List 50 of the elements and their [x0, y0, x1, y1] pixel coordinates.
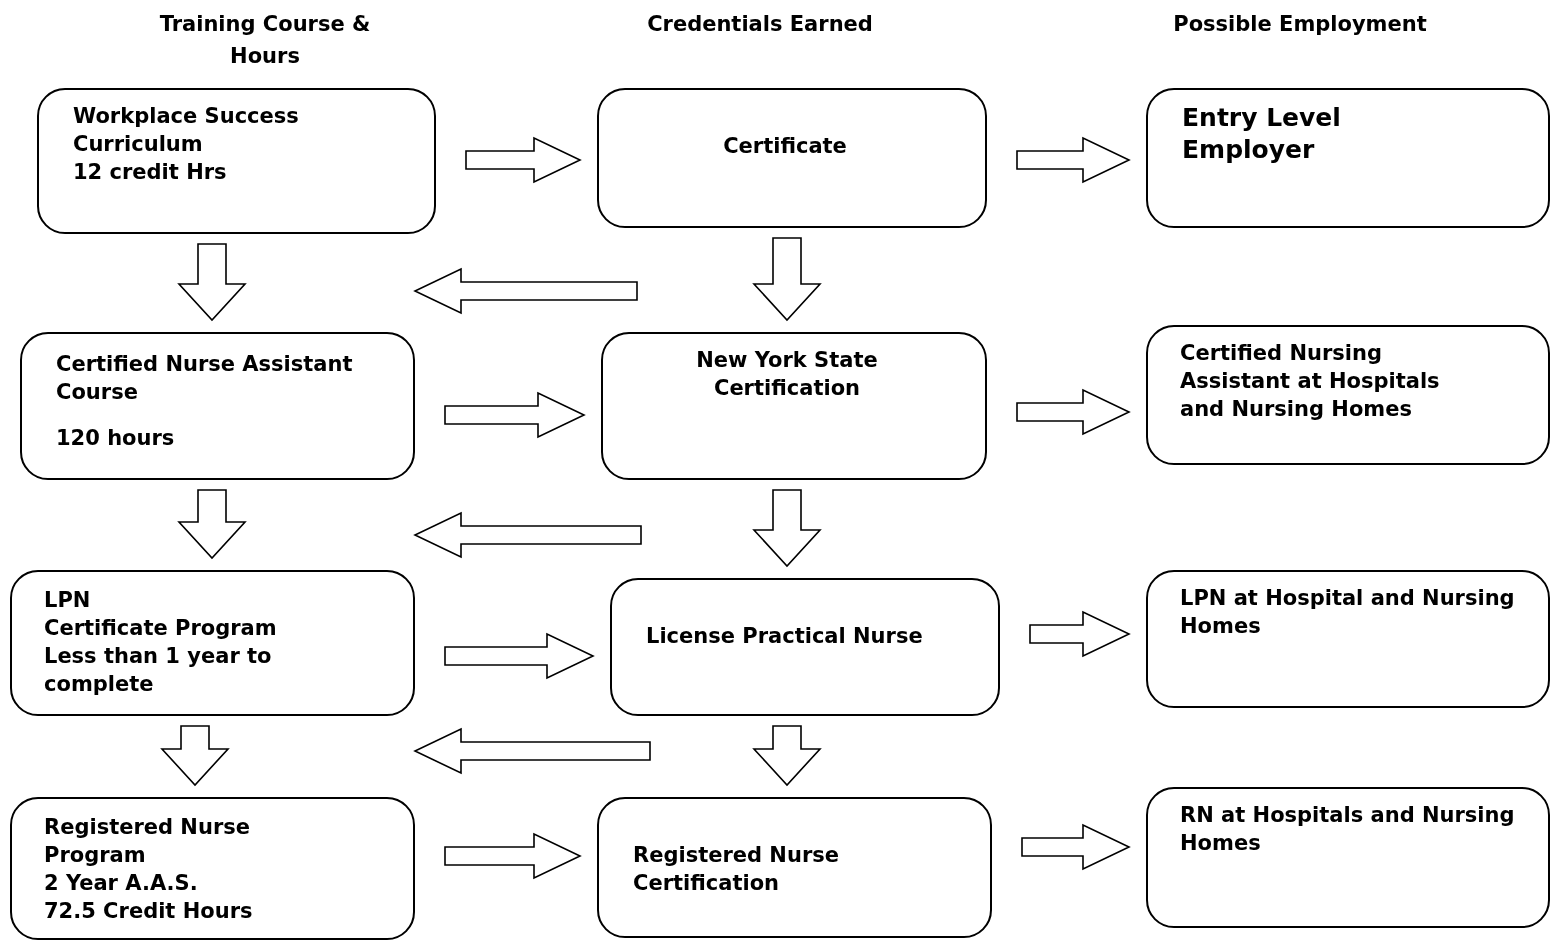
- box-text: Certificate: [722, 133, 848, 160]
- box-text: Registered Nurse Certification: [633, 842, 840, 897]
- box-text: Registered Nurse Program: [44, 814, 251, 869]
- box-text: LPN at Hospital and Nursing Homes: [1180, 585, 1516, 640]
- box-text: Certified Nursing Assistant at Hospitals and Nursing Homes: [1180, 340, 1441, 423]
- rounded-box: [1146, 88, 1550, 228]
- box-text: 72.5 Credit Hours: [44, 898, 254, 925]
- column-header: Possible Employment: [1172, 11, 1428, 38]
- rounded-box: [37, 88, 436, 234]
- rounded-box: [10, 797, 415, 940]
- rounded-box: [597, 797, 992, 938]
- box-text: LPN: [44, 587, 92, 614]
- box-text: 120 hours: [56, 425, 176, 452]
- rounded-box: [601, 332, 987, 480]
- box-text: RN at Hospitals and Nursing Homes: [1180, 802, 1516, 857]
- block-arrow: [177, 489, 247, 560]
- rounded-box: [610, 578, 1000, 716]
- rounded-box: [1146, 570, 1550, 708]
- block-arrow: [413, 511, 642, 559]
- box-text: Less than 1 year to complete: [44, 643, 273, 698]
- rounded-box: [1146, 787, 1550, 928]
- box-text: Certificate Program: [44, 615, 278, 642]
- box-text: 2 Year A.A.S.: [44, 870, 199, 897]
- block-arrow: [177, 243, 247, 322]
- box-text: Entry Level Employer: [1182, 102, 1342, 166]
- block-arrow: [444, 632, 595, 680]
- rounded-box: [10, 570, 415, 716]
- block-arrow: [752, 489, 822, 568]
- box-text: Certified Nurse Assistant Course: [56, 351, 354, 406]
- rounded-box: [597, 88, 987, 228]
- column-header: Training Course & Hours: [158, 11, 372, 70]
- column-header: Credentials Earned: [646, 11, 874, 38]
- rounded-box: [1146, 325, 1550, 465]
- box-text: License Practical Nurse: [646, 623, 924, 650]
- block-arrow: [160, 725, 230, 787]
- block-arrow: [1029, 610, 1131, 658]
- block-arrow: [752, 725, 822, 787]
- block-arrow: [444, 832, 582, 880]
- rounded-box: [20, 332, 415, 480]
- box-text: 12 credit Hrs: [73, 159, 228, 186]
- block-arrow: [444, 391, 586, 439]
- box-text: Workplace Success Curriculum: [73, 103, 300, 158]
- block-arrow: [752, 237, 822, 322]
- block-arrow: [1016, 388, 1131, 436]
- block-arrow: [465, 136, 582, 184]
- block-arrow: [413, 267, 638, 315]
- block-arrow: [413, 727, 651, 775]
- block-arrow: [1021, 823, 1131, 871]
- block-arrow: [1016, 136, 1131, 184]
- box-text: New York State Certification: [695, 347, 879, 402]
